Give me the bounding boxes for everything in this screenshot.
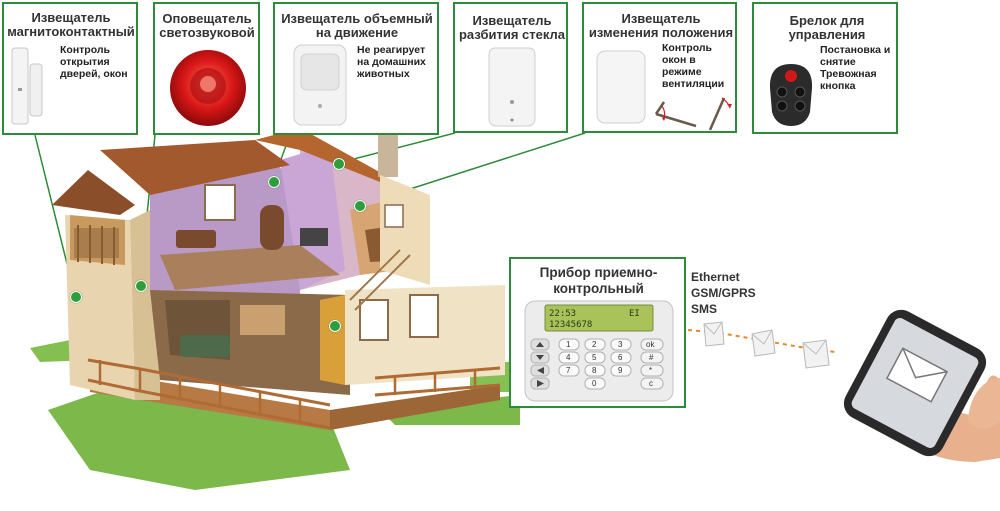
sensor-dot-panel — [329, 320, 341, 332]
key-1: 1 — [566, 340, 571, 349]
control-panel-box: Прибор приемно-контрольный 22:53 EI 1234… — [509, 257, 686, 408]
device-title-siren: Оповещатель светозвуковой — [159, 11, 255, 40]
keypad-lcd — [544, 304, 654, 332]
device-title-glass: Извещатель разбития стекла — [458, 13, 566, 42]
device-desc-tilt: Контроль окон в режиме вентиляции — [662, 42, 725, 90]
magnetic-sensor-icon — [11, 47, 43, 125]
sensor-dot-glass — [333, 158, 345, 170]
control-panel-title: Прибор приемно-контрольный — [539, 265, 658, 296]
envelope-icon-2 — [751, 329, 776, 357]
window-tilt-icon — [654, 97, 732, 131]
envelope-icon-1 — [703, 321, 725, 347]
sensor-dot-tilt — [354, 200, 366, 212]
key-5: 5 — [592, 353, 597, 362]
comm-sms: SMS — [691, 302, 718, 316]
lcd-line1: 22:53 — [549, 309, 576, 319]
device-title-keyfob: Брелок для управления — [788, 13, 866, 42]
device-box-glass: Извещатель разбития стекла — [453, 2, 568, 133]
front-door — [320, 295, 345, 385]
comm-ethernet: Ethernet — [691, 270, 740, 284]
device-box-motion: Извещатель объемный на движение Не реаги… — [273, 2, 439, 135]
keypad-device-icon: 22:53 EI 12345678 1 2 3 4 5 6 7 8 9 0 — [524, 300, 674, 402]
device-desc-magnetic: Контроль открытия дверей, окон — [60, 44, 128, 80]
key-4: 4 — [566, 353, 571, 362]
sensor-dot-motion — [268, 176, 280, 188]
siren-icon — [170, 50, 246, 126]
key-9: 9 — [618, 366, 623, 375]
side-key-c: c — [649, 379, 653, 388]
lcd-line1-right: EI — [629, 309, 640, 319]
envelope-icon-3 — [802, 339, 830, 369]
roof-left — [100, 140, 290, 195]
device-desc-keyfob: Постановка и снятие Тревожная кнопка — [820, 44, 891, 92]
device-box-keyfob: Брелок для управления Постановка и сняти… — [752, 2, 898, 134]
left-wing-roof — [52, 170, 135, 215]
device-title-tilt: Извещатель изменения положения — [588, 11, 734, 40]
key-3: 3 — [618, 340, 623, 349]
number-keys: 1 2 3 4 5 6 7 8 9 0 — [558, 338, 632, 390]
chimney — [378, 122, 398, 177]
key-6: 6 — [618, 353, 623, 362]
device-title-motion: Извещатель объемный на движение — [281, 11, 433, 40]
side-key-star: * — [649, 366, 652, 375]
keyfob-icon — [769, 64, 813, 126]
side-key-ok: ok — [646, 340, 655, 349]
key-7: 7 — [566, 366, 571, 375]
device-box-siren: Оповещатель светозвуковой — [153, 2, 260, 135]
glass-break-sensor-icon — [488, 47, 536, 127]
device-title-magnetic: Извещатель магнитоконтактный — [7, 10, 135, 39]
sensor-dot-magnetic — [70, 291, 82, 303]
lawn — [48, 380, 350, 490]
key-0: 0 — [592, 379, 597, 388]
side-key-hash: # — [649, 353, 654, 362]
device-box-magnetic: Извещатель магнитоконтактный Контроль от… — [2, 2, 138, 135]
motion-sensor-icon — [293, 44, 347, 126]
lcd-line2: 12345678 — [549, 320, 592, 330]
tilt-sensor-icon — [596, 50, 646, 124]
sensor-dot-siren — [135, 280, 147, 292]
device-box-tilt: Извещатель изменения положения Контроль … — [582, 2, 737, 133]
key-8: 8 — [592, 366, 597, 375]
roof-right — [255, 128, 385, 182]
key-2: 2 — [592, 340, 597, 349]
comm-gsm: GSM/GPRS — [691, 286, 756, 300]
device-desc-motion: Не реагирует на домашних животных — [357, 44, 426, 80]
upper-floor — [160, 245, 340, 290]
